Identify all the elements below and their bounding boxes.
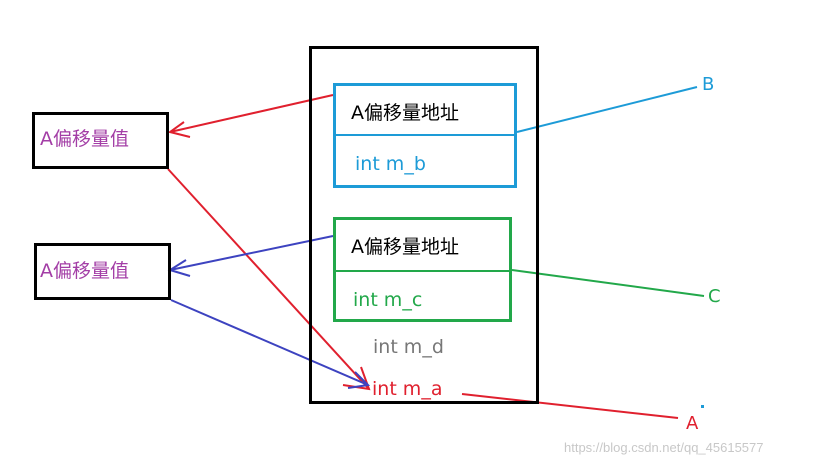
arrow-c-ptr-to-offset2 (169, 235, 334, 271)
vbptr-c-divider (336, 270, 509, 272)
member-m-b: int m_b (355, 153, 426, 175)
offset-table-2-label: A偏移量值 (40, 260, 129, 282)
member-m-a: int m_a (372, 378, 443, 400)
arrowhead-ma-navy (347, 371, 371, 389)
arrow-offset1-to-ma (167, 168, 370, 390)
offset-table-2 (34, 243, 171, 300)
offset-table-1 (32, 112, 169, 169)
member-m-d: int m_d (373, 336, 444, 358)
connector-a (461, 393, 679, 419)
connector-c (511, 269, 705, 297)
blue-dot (701, 405, 704, 408)
arrow-offset2-to-ma (170, 299, 369, 386)
vbptr-c-block (333, 217, 512, 322)
vbptr-c-label: A偏移量地址 (351, 236, 459, 258)
object-d-frame (309, 46, 539, 404)
vbptr-b-divider (336, 134, 514, 136)
vbptr-b-block (333, 83, 517, 188)
vbptr-b-label: A偏移量地址 (351, 102, 459, 124)
connector-b (516, 86, 698, 133)
offset-table-1-label: A偏移量值 (40, 128, 129, 150)
tag-a: A (686, 413, 699, 434)
tag-b: B (702, 74, 715, 95)
watermark: https://blog.csdn.net/qq_45615577 (564, 440, 764, 455)
tag-c: C (708, 286, 721, 307)
arrowhead-ma-red (342, 366, 371, 391)
arrowhead-offset1 (167, 121, 191, 138)
member-m-c: int m_c (353, 289, 423, 311)
arrow-b-ptr-to-offset1 (169, 94, 334, 133)
